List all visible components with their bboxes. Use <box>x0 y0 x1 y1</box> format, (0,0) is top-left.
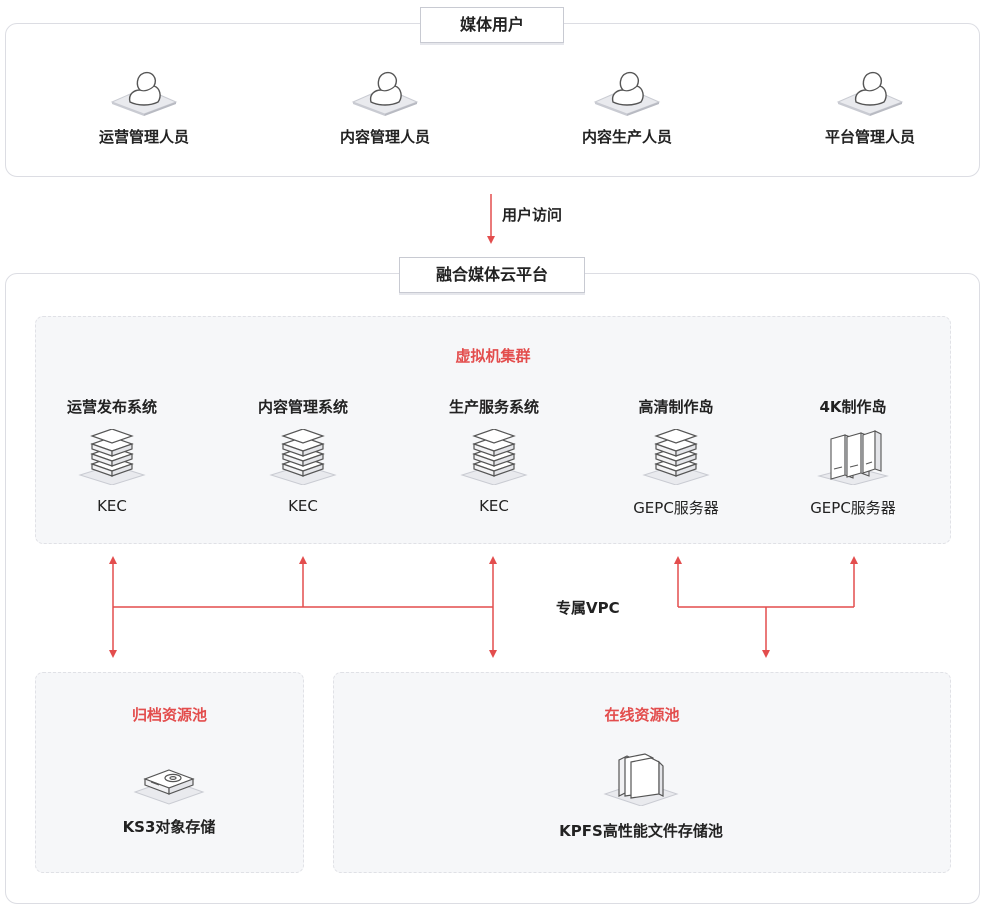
role-content-manager[interactable]: 内容管理人员 <box>300 68 470 147</box>
system-type: KEC <box>479 497 509 515</box>
platform-title: 融合媒体云平台 <box>399 257 585 293</box>
role-label: 平台管理人员 <box>824 128 915 146</box>
access-label: 用户访问 <box>502 206 563 224</box>
system-name: 生产服务系统 <box>448 398 539 416</box>
vpc-label: 专属VPC <box>556 599 620 617</box>
storage-label: KPFS高性能文件存储池 <box>559 822 723 840</box>
system-type: GEPC服务器 <box>633 499 719 517</box>
role-platform-manager[interactable]: 平台管理人员 <box>785 68 955 147</box>
system-hd-island[interactable]: 高清制作岛 GEPC服务器 <box>591 396 761 518</box>
system-type: KEC <box>288 497 318 515</box>
vpc-lines <box>109 194 858 658</box>
ks3-storage[interactable]: KS3对象存储 <box>84 758 254 837</box>
online-pool-title: 在线资源池 <box>604 706 680 724</box>
system-ops-publish[interactable]: 运营发布系统 KEC <box>27 396 197 515</box>
kpfs-storage[interactable]: KPFS高性能文件存储池 <box>556 752 726 841</box>
media-users-title: 媒体用户 <box>420 7 564 43</box>
system-name: 内容管理系统 <box>257 398 348 416</box>
role-ops-manager[interactable]: 运营管理人员 <box>59 68 229 147</box>
archive-pool-title: 归档资源池 <box>131 706 207 724</box>
vm-cluster-title: 虚拟机集群 <box>455 347 531 365</box>
role-label: 运营管理人员 <box>98 128 189 146</box>
system-production-service[interactable]: 生产服务系统 KEC <box>409 396 579 515</box>
role-label: 内容管理人员 <box>339 128 430 146</box>
storage-label: KS3对象存储 <box>122 818 216 836</box>
system-type: KEC <box>97 497 127 515</box>
system-name: 高清制作岛 <box>638 398 714 416</box>
system-content-mgmt[interactable]: 内容管理系统 KEC <box>218 396 388 515</box>
system-type: GEPC服务器 <box>810 499 896 517</box>
role-content-producer[interactable]: 内容生产人员 <box>542 68 712 147</box>
system-4k-island[interactable]: 4K制作岛 GEPC服务器 <box>768 396 938 518</box>
system-name: 4K制作岛 <box>819 398 887 416</box>
system-name: 运营发布系统 <box>66 398 157 416</box>
role-label: 内容生产人员 <box>581 128 672 146</box>
